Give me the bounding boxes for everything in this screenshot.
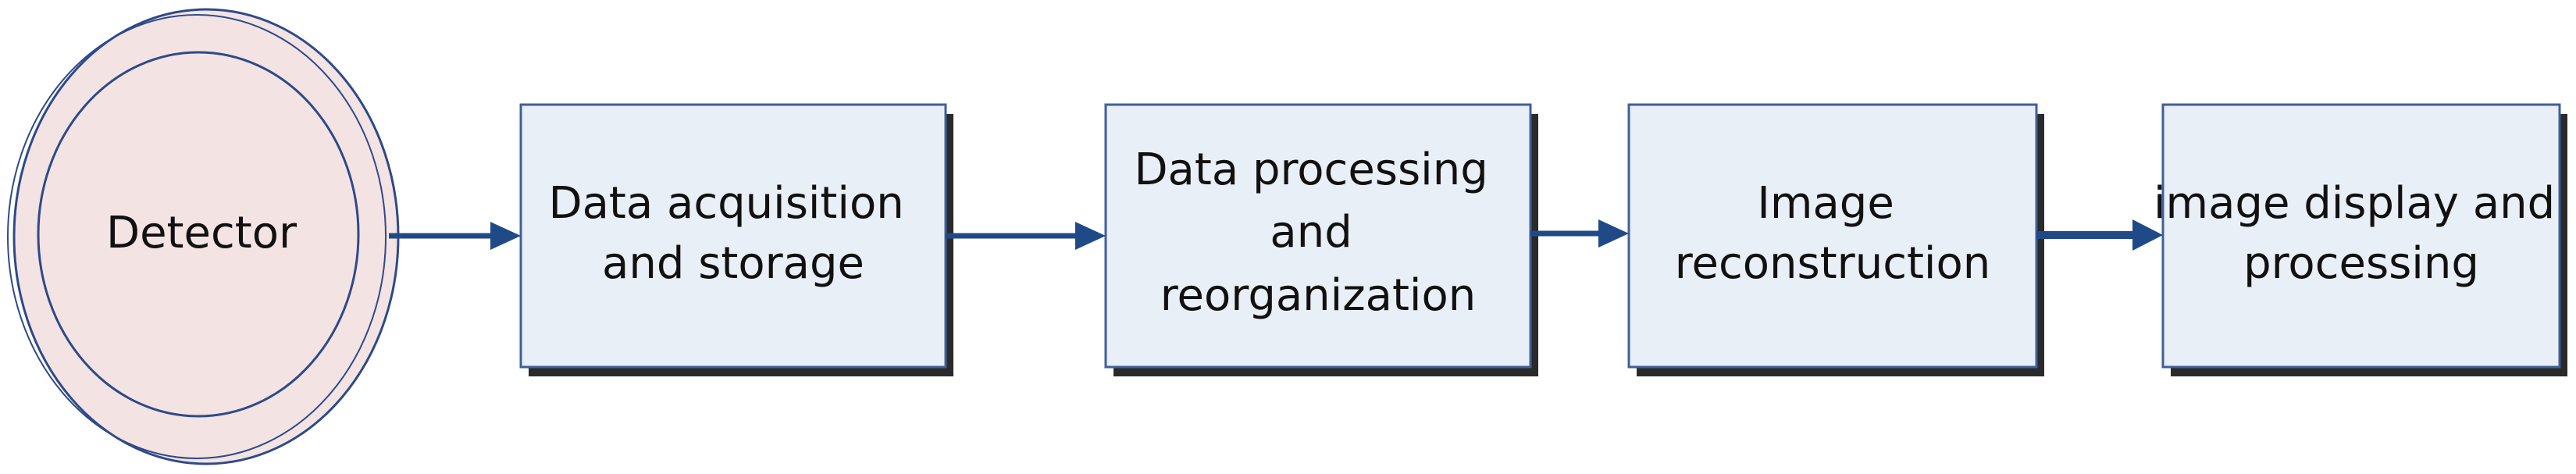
- step-label-line: and: [1270, 207, 1352, 258]
- step-label-3: Image reconstruction: [1675, 166, 1991, 289]
- step-box-2: Data processing and reorganization: [1104, 103, 1538, 376]
- step-label-line: Data acquisition: [548, 178, 903, 229]
- step-box-rect: [519, 103, 947, 369]
- step-box-rect: [1627, 103, 2038, 369]
- connector-arrow-4: [2036, 219, 2163, 251]
- detector-node: Detector: [7, 8, 400, 465]
- step-label-line: reorganization: [1160, 270, 1476, 321]
- arrow-head: [1075, 222, 1106, 250]
- step-label-line: Image: [1757, 178, 1894, 229]
- arrow-head: [2132, 219, 2163, 251]
- step-box-4: image display and processing: [2154, 103, 2569, 376]
- step-label-line: processing: [2243, 238, 2479, 289]
- detector-label: Detector: [106, 208, 298, 258]
- step-label-line: Data processing: [1134, 144, 1488, 195]
- step-box-rect: [2161, 103, 2561, 369]
- step-label-2: Data processing and reorganization: [1134, 133, 1502, 321]
- step-label-line: image display and: [2154, 178, 2555, 229]
- step-label-line: reconstruction: [1675, 238, 1991, 289]
- detector-inner-ellipse: [37, 51, 360, 418]
- step-box-1: Data acquisition and storage: [519, 103, 953, 376]
- step-label-1: Data acquisition and storage: [548, 166, 917, 289]
- detector-shadow-ellipse: [7, 14, 387, 459]
- arrow-head: [1598, 219, 1629, 248]
- arrow-head: [490, 222, 521, 250]
- step-box-rect: [1104, 103, 1532, 369]
- connector-arrow-3: [1530, 219, 1629, 248]
- connector-arrow-1: [389, 222, 521, 250]
- connector-arrow-2: [946, 222, 1106, 250]
- step-label-4: image display and processing: [2154, 166, 2569, 289]
- step-box-3: Image reconstruction: [1627, 103, 2044, 376]
- step-label-line: and storage: [602, 238, 864, 289]
